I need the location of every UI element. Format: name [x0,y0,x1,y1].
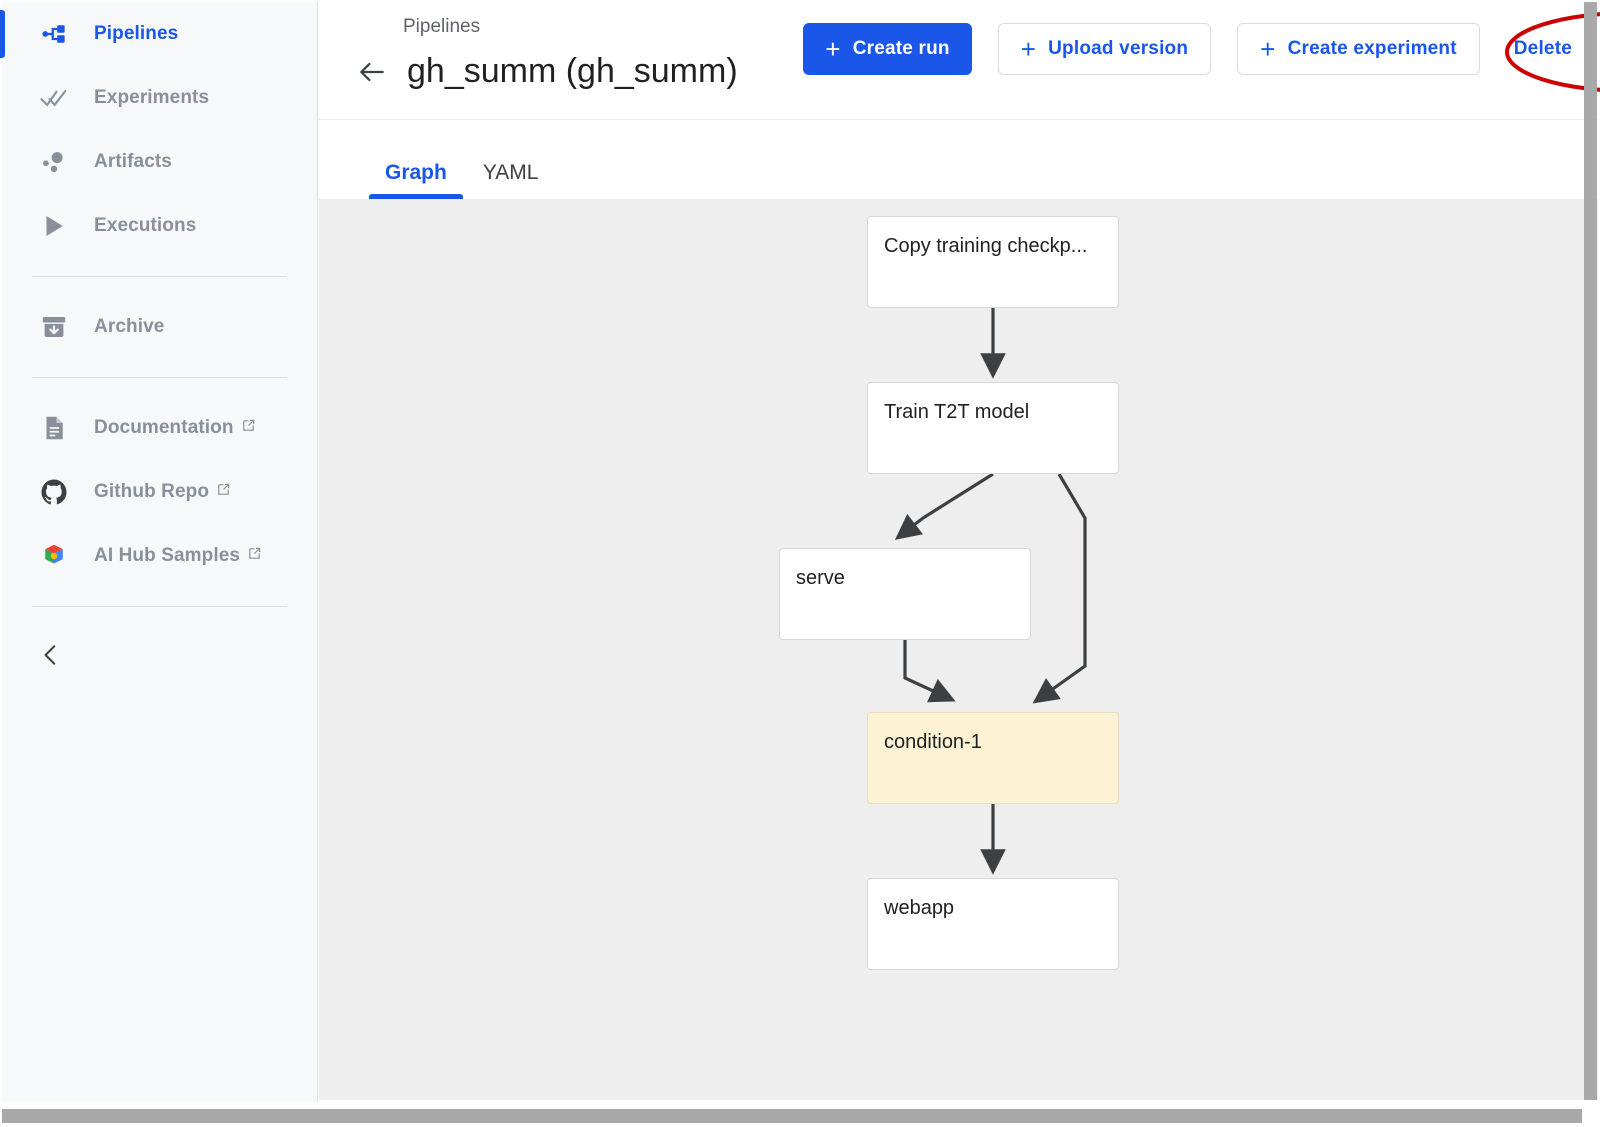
ai-hub-icon [32,541,76,571]
artifacts-icon [32,147,76,177]
github-icon [32,477,76,507]
arrow-left-icon[interactable] [355,55,389,89]
create-run-label: Create run [852,38,950,59]
title-row: gh_summ (gh_summ) [355,52,738,91]
graph-node-serve[interactable]: serve [779,548,1031,640]
graph-node-train[interactable]: Train T2T model [867,382,1119,474]
sidebar-divider-2 [32,377,287,378]
sidebar-item-label: Experiments [94,87,210,108]
sidebar-divider-1 [32,276,287,277]
horizontal-scrollbar[interactable] [2,1109,1582,1123]
graph-node-label: Train T2T model [884,401,1030,423]
sidebar-item-label: Pipelines [94,23,179,44]
sidebar-item-archive[interactable]: Archive [2,295,317,359]
window-top-edge [0,0,1600,2]
vertical-scrollbar[interactable] [1584,2,1597,1100]
pipeline-icon [32,19,76,49]
tab-graph[interactable]: Graph [367,161,465,199]
sidebar-divider-3 [32,606,287,607]
graph-node-label: serve [796,567,845,589]
graph-node-label: webapp [884,897,955,919]
graph-node-condition-1[interactable]: condition-1 [867,712,1119,804]
sidebar-item-label: Github Repo [94,481,210,502]
page-header: Pipelines gh_summ (gh_summ) + Create run… [319,2,1600,120]
create-experiment-label: Create experiment [1287,38,1457,59]
upload-version-label: Upload version [1048,38,1189,59]
sidebar-item-executions[interactable]: Executions [2,194,317,258]
create-run-button[interactable]: + Create run [803,23,972,75]
plus-icon: + [1020,34,1037,64]
checkmarks-icon [32,83,76,113]
plus-icon: + [1260,34,1276,64]
external-link-icon [241,418,256,438]
sidebar-item-artifacts[interactable]: Artifacts [2,130,317,194]
external-link-icon [216,482,231,502]
play-icon [32,211,76,241]
sidebar-item-github-repo[interactable]: Github Repo [2,460,317,524]
active-indicator [0,10,5,58]
sidebar-item-label: Executions [94,215,197,236]
graph-node-copy[interactable]: Copy training checkp... [867,216,1119,308]
page-title: gh_summ (gh_summ) [407,52,738,90]
sidebar-item-label: Documentation [94,417,234,438]
archive-icon [32,312,76,342]
graph-node-label: condition-1 [884,731,982,753]
graph-node-label: Copy training checkp... [884,235,1088,257]
document-icon [32,413,76,443]
sidebar-collapse-button[interactable] [2,625,317,689]
sidebar-item-label: Archive [94,316,165,337]
sidebar-item-ai-hub-samples[interactable]: AI Hub Samples [2,524,317,588]
sidebar: Pipelines Experiments [0,2,318,1102]
sidebar-item-label: Artifacts [94,151,172,172]
delete-button[interactable]: Delete [1513,38,1572,59]
sidebar-item-documentation[interactable]: Documentation [2,396,317,460]
sidebar-item-experiments[interactable]: Experiments [2,66,317,130]
graph-edges [894,308,1087,875]
create-experiment-button[interactable]: + Create experiment [1237,23,1480,75]
external-link-icon [247,546,262,566]
sidebar-item-pipelines[interactable]: Pipelines [0,2,317,66]
header-actions: + Create run + Upload version + Create e… [803,23,1580,75]
sidebar-item-label: AI Hub Samples [94,545,241,566]
upload-version-button[interactable]: + Upload version [997,23,1212,75]
tab-yaml[interactable]: YAML [482,161,539,184]
sidebar-nav: Pipelines Experiments [0,2,317,689]
graph-node-webapp[interactable]: webapp [867,878,1119,970]
main-content: Pipelines gh_summ (gh_summ) + Create run… [319,2,1600,1102]
plus-icon: + [825,34,841,64]
chevron-left-icon [38,642,64,673]
pipeline-graph-canvas[interactable]: Copy training checkp... Train T2T model … [319,200,1598,1100]
tab-bar: Graph YAML [319,120,1598,200]
breadcrumb[interactable]: Pipelines [403,16,481,37]
